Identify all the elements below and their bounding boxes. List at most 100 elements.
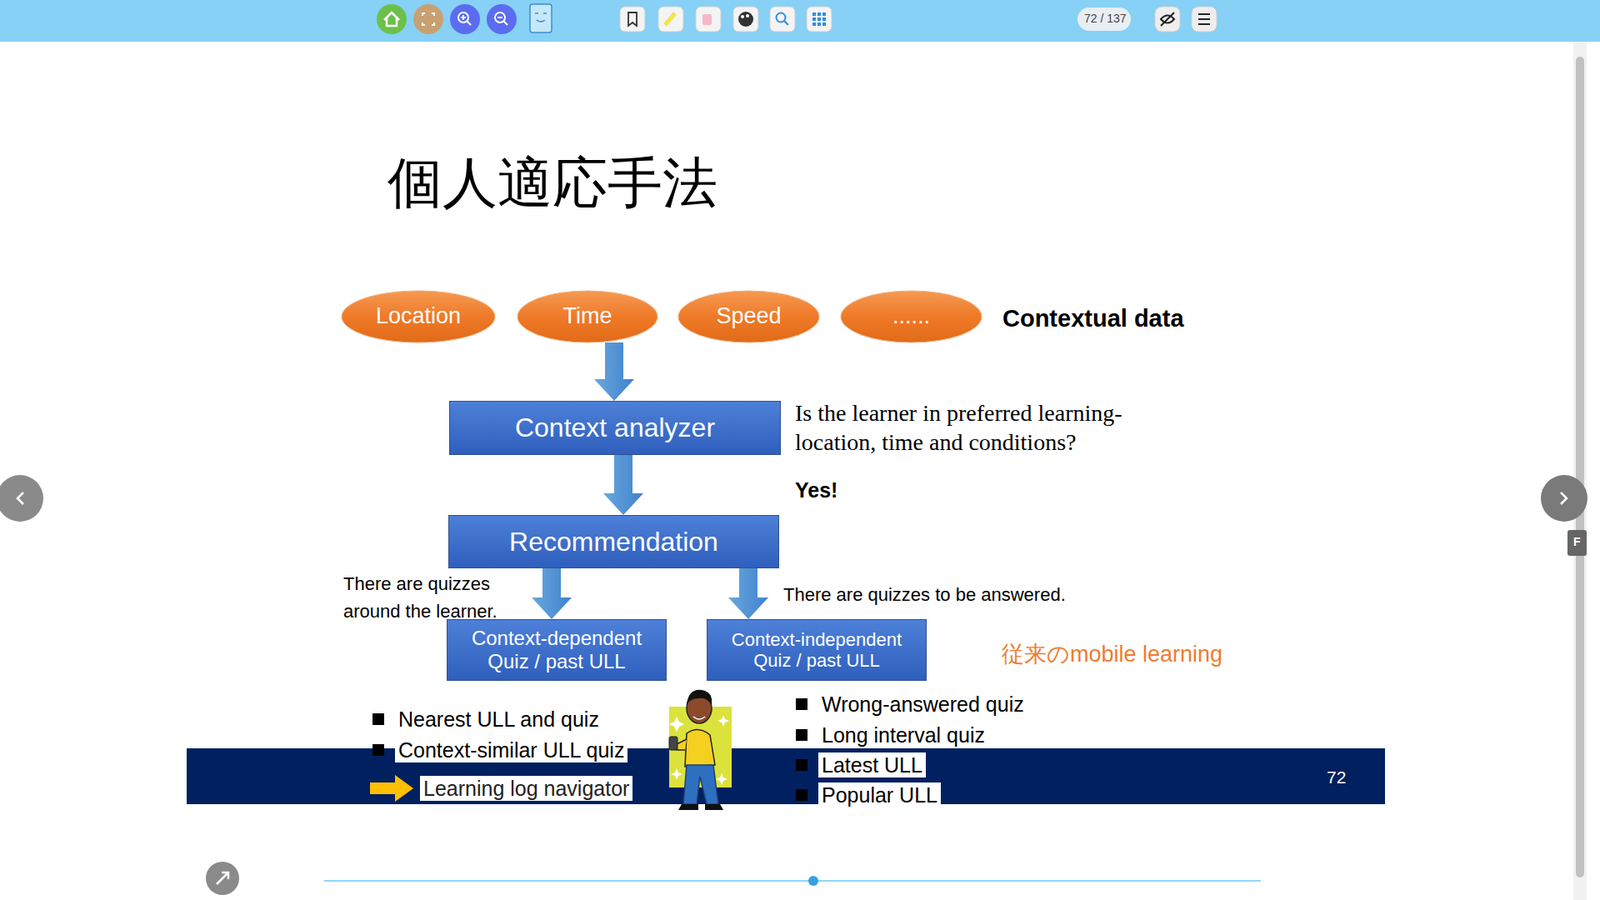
chevron-left: [17, 492, 24, 505]
scrollbar-track: [1573, 41, 1587, 900]
shirt: [685, 729, 715, 767]
hide-icon: [1160, 12, 1175, 26]
zoom-in-button: [450, 4, 480, 35]
bullet-square: [795, 729, 808, 741]
palette-icon: [745, 14, 750, 18]
ellipse-shape: [341, 290, 495, 343]
app-icon: [530, 4, 552, 33]
grid-button: [806, 6, 832, 32]
node-text: Location: [375, 303, 461, 330]
context-ellipse: Speed: [678, 290, 820, 343]
hair: [686, 690, 712, 705]
grid-icon: [812, 12, 826, 26]
bullet-square: [795, 698, 808, 710]
bullet-text: Latest ULL: [818, 752, 926, 778]
node-text: ......: [892, 303, 930, 330]
block-arrow: [728, 568, 769, 620]
highlighter-button: [658, 6, 684, 32]
bookmark-button: [620, 6, 645, 32]
eraser-icon: [702, 14, 712, 25]
block-arrow: [531, 568, 572, 620]
home-icon: [384, 12, 400, 26]
note-text: Yes!: [795, 477, 838, 503]
bullet-text: Learning log navigator: [420, 775, 633, 801]
process-box: Recommendation: [448, 515, 780, 569]
phone: [669, 736, 678, 750]
search-icon: [784, 20, 789, 25]
prev-page-button: [0, 475, 44, 522]
bullet-text: Nearest ULL and quiz: [395, 706, 603, 732]
node-text: Context-dependent Quiz / past ULL: [454, 626, 660, 673]
note-text: F: [1573, 535, 1581, 550]
bullet-text: Wrong-answered quiz: [818, 691, 1028, 717]
fullscreen-icon: [422, 13, 435, 25]
menu-icon: [1198, 14, 1210, 25]
zoom-icon: [460, 15, 471, 25]
shoes: [678, 804, 724, 810]
palette-button: [733, 6, 759, 32]
bullet-square: [795, 759, 808, 771]
side-tab: [1567, 530, 1587, 556]
ellipse-shape: [678, 290, 820, 343]
palette-icon: [740, 15, 745, 19]
highlighter-icon: [665, 13, 675, 25]
note-text: There are quizzes around the learner.: [343, 570, 540, 625]
process-box: Context analyzer: [449, 400, 781, 455]
block-arrow: [603, 455, 644, 515]
note-text: Is the learner in preferred learning-loc…: [795, 398, 1166, 457]
page-counter-pill: [1077, 7, 1131, 31]
home-button: [376, 4, 407, 35]
tool-buttons: [620, 6, 832, 32]
arm: [676, 739, 687, 750]
context-ellipse: Location: [341, 290, 495, 343]
node-text: Recommendation: [509, 526, 719, 558]
node-text: Time: [563, 303, 613, 330]
zoom-icon: [497, 17, 508, 25]
ellipse-shape: [840, 290, 982, 343]
next-page-button: [1540, 475, 1588, 522]
search-icon: [776, 13, 786, 23]
progress-thumb: [808, 875, 819, 886]
note-text: 72 / 137: [1084, 11, 1127, 26]
zoom-out-button: [486, 4, 517, 35]
note-text: Contextual data: [1002, 304, 1185, 334]
chevron-right: [1560, 492, 1567, 505]
bullet-text: Long interval quiz: [818, 722, 989, 748]
learner-illustration: [669, 690, 732, 810]
note-text: 従来のmobile learning: [1001, 640, 1223, 668]
slide-title: 個人適応手法: [387, 150, 718, 216]
hide-button: [1155, 6, 1180, 32]
context-ellipse: Time: [517, 290, 658, 343]
bullet-square: [795, 789, 808, 801]
yellow-arrow: [370, 775, 414, 802]
process-box: Context-dependent Quiz / past ULL: [446, 619, 667, 681]
note-text: 72: [1326, 766, 1346, 788]
node-text: Context analyzer: [515, 412, 715, 444]
app-icon: [535, 13, 547, 22]
progress-track: [324, 880, 1261, 882]
node-text: Context-independent Quiz / past ULL: [714, 629, 920, 672]
menu-button: [1191, 6, 1217, 32]
smile: [693, 716, 705, 720]
ellipse-shape: [517, 290, 658, 343]
search-button: [770, 6, 795, 32]
share-button: [205, 861, 240, 895]
fullscreen-button: [413, 4, 444, 35]
bookmark-icon: [628, 12, 637, 26]
node-text: Speed: [715, 303, 781, 330]
palette-icon: [738, 11, 754, 27]
footer-bar: [186, 748, 1385, 805]
context-ellipse: ......: [840, 290, 982, 343]
eraser-button: [695, 6, 721, 32]
bullet-text: Context-similar ULL quiz: [395, 737, 628, 763]
bullet-square: [372, 744, 385, 756]
bullet-square: [372, 713, 385, 725]
scrollbar-thumb: [1575, 56, 1585, 878]
process-box: Context-independent Quiz / past ULL: [706, 619, 927, 681]
block-arrow: [594, 342, 635, 401]
toolbar-bar: [0, 0, 1600, 42]
share-icon: [216, 872, 229, 885]
pants: [683, 765, 719, 805]
note-text: There are quizzes to be answered.: [783, 584, 1066, 606]
bullet-text: Popular ULL: [818, 782, 941, 808]
